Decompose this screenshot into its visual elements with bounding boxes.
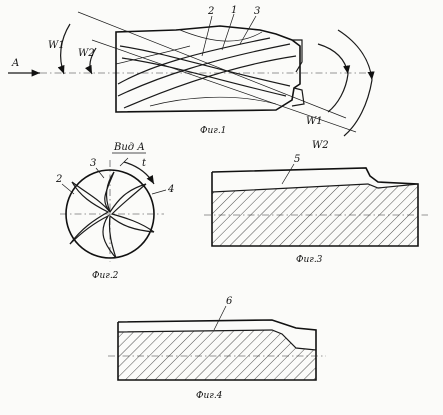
shank-lower-step xyxy=(291,87,305,107)
fig3-hatched-body xyxy=(212,184,418,246)
fig3-section: 5 Фиг.3 xyxy=(204,154,428,265)
flute-line xyxy=(117,43,291,97)
angle-arc-w1-right xyxy=(317,43,351,75)
fig4-label-6: 6 xyxy=(226,296,233,307)
pitch-tick xyxy=(119,157,129,167)
leader-2 xyxy=(61,183,75,195)
fig4-hatched-body xyxy=(118,330,316,380)
fig2-end-view: Вид А t 3 2 4 Фиг.2 xyxy=(55,142,174,281)
fig2-label-4: 4 xyxy=(167,184,174,195)
pitch-arc xyxy=(123,161,155,185)
flute-profile xyxy=(110,183,155,233)
w2-right-label: W2 xyxy=(312,140,329,151)
fig1-end-mill: A W1 W2 W1 W2 2 1 3 Фи xyxy=(8,5,375,151)
leader-1 xyxy=(221,13,235,51)
flute-edge xyxy=(149,96,277,107)
fig4-outline xyxy=(117,319,317,381)
fig2-label-2: 2 xyxy=(55,174,62,185)
arrow-a-label: A xyxy=(11,58,19,69)
flute-line xyxy=(121,57,287,97)
fig1-caption: Фиг.1 xyxy=(200,126,226,136)
fig4-profile-line xyxy=(117,329,317,351)
mill-body-outline xyxy=(115,25,301,113)
pitch-t-label: t xyxy=(142,158,147,169)
w2-left-label: W2 xyxy=(78,48,95,59)
label-1: 1 xyxy=(231,5,237,16)
angle-arc-w2-left xyxy=(85,47,97,75)
flute-edge xyxy=(115,45,191,65)
angle-arc-w2-right-lower xyxy=(343,79,373,137)
flute-edge xyxy=(179,29,263,42)
angle-arc-w1-left xyxy=(57,23,71,75)
fig3-profile-line xyxy=(211,183,419,193)
leader-3 xyxy=(95,167,105,179)
flute-line xyxy=(119,45,291,87)
flute-line xyxy=(117,37,271,85)
flute-profile xyxy=(108,214,155,259)
leader-2 xyxy=(201,15,213,57)
w1-left-label: W1 xyxy=(48,40,65,51)
fig3-outline xyxy=(211,167,419,247)
leader-3 xyxy=(239,15,257,45)
fig3-label-5: 5 xyxy=(294,154,300,165)
fig2-caption: Фиг.2 xyxy=(92,271,119,281)
tool-end-circle xyxy=(65,169,155,259)
fig4-section: 6 Фиг.4 xyxy=(108,296,326,401)
shank-step xyxy=(292,39,303,73)
angle-arc-w2-right xyxy=(337,29,375,81)
label-3: 3 xyxy=(254,6,260,17)
leader-6 xyxy=(213,305,227,331)
fig2-label-3: 3 xyxy=(90,158,96,169)
label-2: 2 xyxy=(207,6,214,17)
view-a-label: Вид А xyxy=(113,142,145,153)
helix-angle-line xyxy=(77,11,347,119)
leader-4 xyxy=(151,189,167,195)
fig3-caption: Фиг.3 xyxy=(296,255,323,265)
fig4-caption: Фиг.4 xyxy=(196,391,223,401)
flute-profile xyxy=(69,181,110,245)
leader-5 xyxy=(281,163,295,185)
helix-angle-line xyxy=(91,39,357,133)
angle-arc-w1-right-lower xyxy=(327,73,349,113)
w1-right-label: W1 xyxy=(306,116,323,127)
flute-profile xyxy=(69,214,117,259)
flute-profile xyxy=(71,171,115,213)
